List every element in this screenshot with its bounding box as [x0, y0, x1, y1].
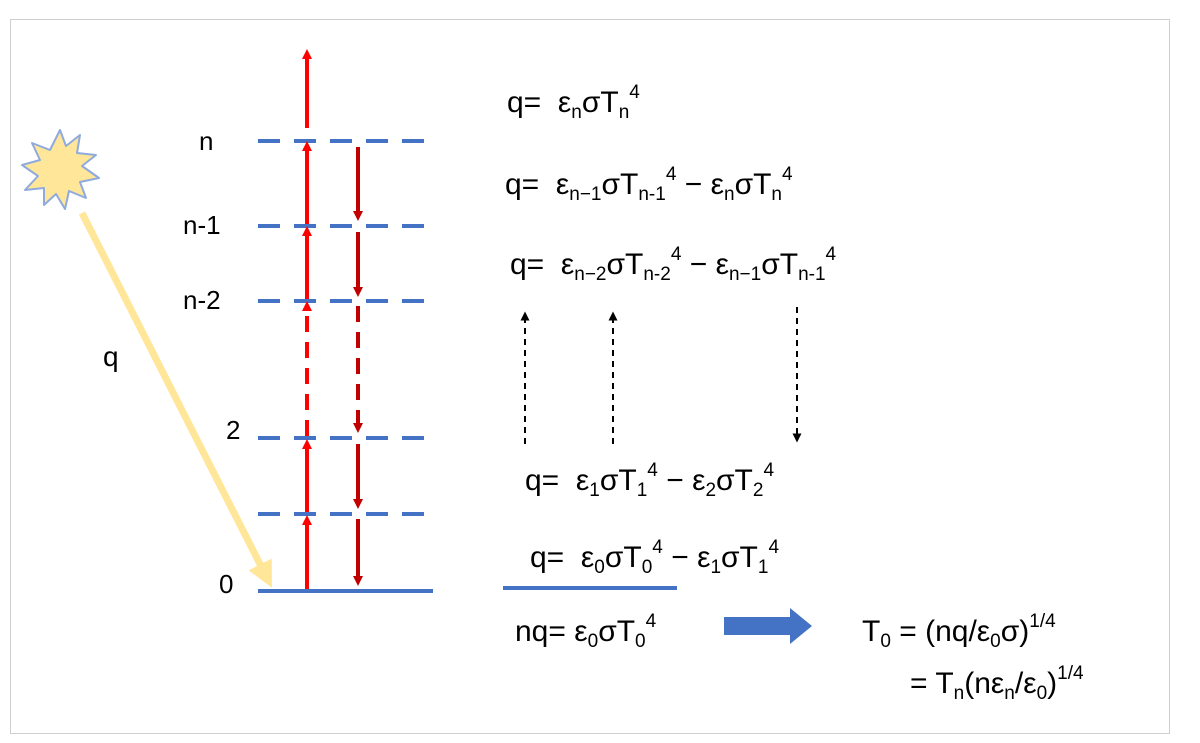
level-label-n-1: n-1	[183, 210, 221, 240]
equation-layer-0: q= ε0σT04 − ε1σT14	[530, 537, 780, 578]
incoming-flux-label: q	[103, 341, 119, 372]
equation-layer-n-2: q= εn−2σTn-24 − εn−1σTn-14	[510, 244, 837, 285]
sun-burst-icon	[21, 129, 100, 210]
level-label-2: 2	[226, 415, 241, 445]
equation-layer-n-1: q= εn−1σTn-14 − εnσTn4	[505, 164, 793, 205]
incoming-solar-ray	[78, 211, 272, 588]
equation-result-line2: = Tn(nεn/ε0)1/4	[910, 663, 1084, 704]
block-right-arrow-icon	[724, 608, 812, 644]
level-label-n-2: n-2	[183, 285, 221, 315]
level-label-n: n	[199, 126, 214, 156]
equation-total: nq= ε0σT04	[515, 611, 657, 652]
figure-frame	[10, 19, 1170, 734]
ellipsis-arrows	[520, 307, 802, 444]
equation-result-line1: T0 = (nq/ε0σ)1/4	[862, 611, 1056, 652]
level-lines	[258, 139, 677, 593]
level-label-0: 0	[219, 569, 234, 599]
equation-top-layer: q= εnσTn4	[507, 82, 640, 123]
equation-layer-1: q= ε1σT14 − ε2σT24	[525, 460, 775, 501]
